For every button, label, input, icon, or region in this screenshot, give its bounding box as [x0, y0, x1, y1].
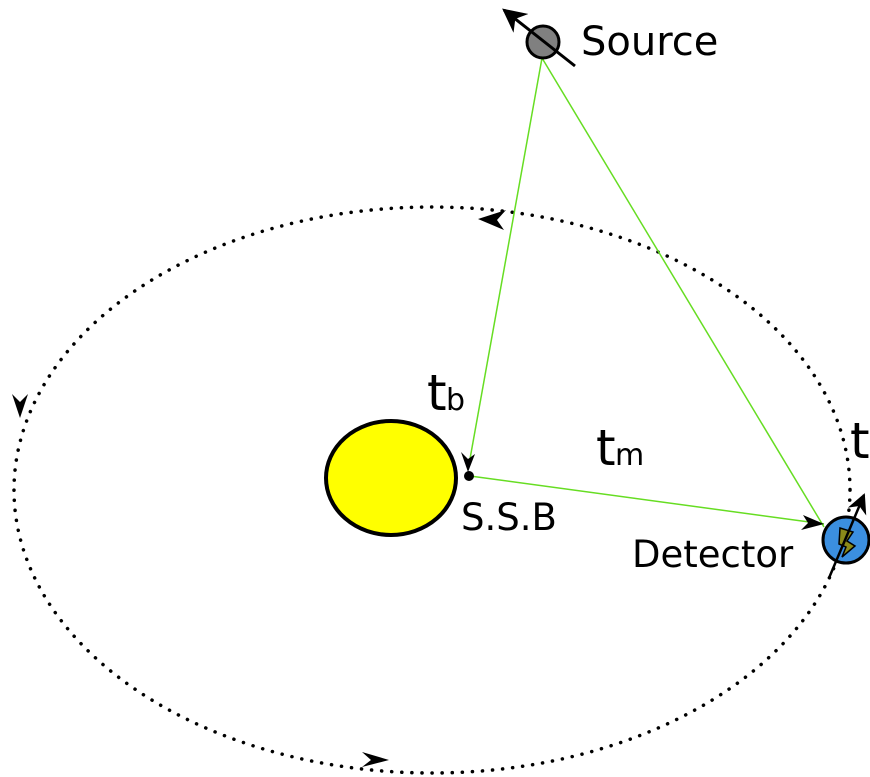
orbit-arrow-left	[12, 394, 28, 418]
ssb-label: S.S.B	[461, 496, 557, 539]
orbit-arrow-top	[478, 210, 506, 230]
detector-label: Detector	[632, 533, 794, 576]
sun	[324, 419, 458, 537]
signal-arrow-ssb	[461, 452, 475, 472]
signal-line-source-to-ssb	[467, 57, 543, 471]
ssb-point	[464, 471, 474, 481]
signal-line-source-to-detector	[541, 57, 825, 528]
t-b-label: t	[427, 364, 447, 422]
signal-arrow-detector	[801, 515, 824, 530]
orbit-arrow-bottom	[362, 752, 389, 767]
orbit-path	[12, 205, 852, 775]
signal-line-ssb-to-detector	[469, 475, 825, 525]
t-b-subscript: b	[446, 383, 465, 418]
detector-motion-arrow	[827, 493, 867, 579]
source-motion-arrow	[502, 8, 576, 68]
detector-mark	[838, 527, 857, 558]
t-m-subscript: m	[615, 438, 644, 473]
t-m-label: t	[596, 419, 616, 477]
t-edge-label: t	[850, 412, 870, 470]
source-label: Source	[581, 19, 718, 65]
